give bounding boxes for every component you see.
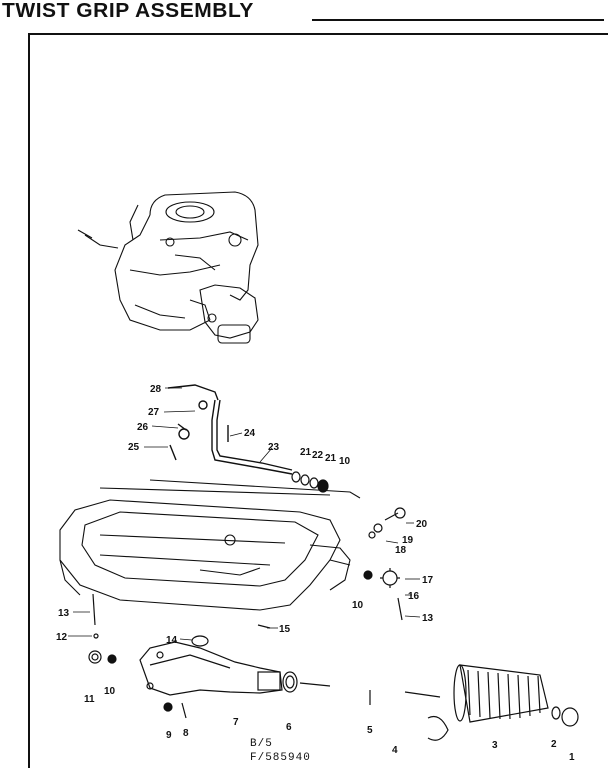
page-title: TWIST GRIP ASSEMBLY (2, 0, 254, 22)
callout-2: 2 (551, 739, 557, 750)
part-number-code: F/585940 (250, 752, 311, 764)
callout-9: 9 (166, 730, 172, 741)
callout-26: 26 (137, 422, 149, 433)
leader-lines (68, 387, 421, 641)
callout-20: 20 (416, 519, 428, 530)
callout-27: 27 (148, 407, 160, 418)
callout-21: 21 (300, 447, 312, 458)
callout-13-left: 13 (58, 608, 70, 619)
callout-4: 4 (392, 745, 398, 756)
callout-28: 28 (150, 384, 162, 395)
frame-left-border (28, 33, 30, 768)
left-lower-hardware (88, 593, 271, 664)
lower-cowl-drawing (59, 479, 361, 611)
callout-10-bottom: 10 (104, 686, 116, 697)
callout-1: 1 (569, 752, 575, 763)
part-callouts: 28 27 26 25 24 23 21 22 21 10 20 19 18 1… (56, 384, 575, 763)
callout-18: 18 (395, 545, 407, 556)
callout-3: 3 (492, 740, 498, 751)
callout-16: 16 (408, 591, 420, 602)
callout-17: 17 (422, 575, 434, 586)
throttle-linkage-rod (167, 384, 293, 475)
page-code: B/5 (250, 738, 273, 750)
washer-stack (291, 471, 329, 493)
engine-powerhead-drawing (77, 191, 259, 344)
callout-12: 12 (56, 632, 68, 643)
twist-grip-sleeve (369, 664, 579, 741)
callout-10-top: 10 (339, 456, 351, 467)
title-underline (312, 19, 604, 21)
callout-6: 6 (286, 722, 292, 733)
callout-23: 23 (268, 442, 280, 453)
callout-21-second: 21 (325, 453, 337, 464)
callout-25: 25 (128, 442, 140, 453)
callout-22: 22 (312, 450, 324, 461)
callout-5: 5 (367, 725, 373, 736)
callout-8: 8 (183, 728, 189, 739)
callout-13-right: 13 (422, 613, 434, 624)
callout-11: 11 (84, 694, 95, 705)
callout-19: 19 (402, 535, 414, 546)
callout-14: 14 (166, 635, 178, 646)
callout-24: 24 (244, 428, 256, 439)
right-hardware (363, 507, 406, 621)
callout-10-middle: 10 (352, 600, 364, 611)
callout-15: 15 (279, 624, 291, 635)
frame-top-border (30, 33, 608, 35)
twist-grip-housing (139, 635, 331, 719)
callout-7: 7 (233, 717, 239, 728)
